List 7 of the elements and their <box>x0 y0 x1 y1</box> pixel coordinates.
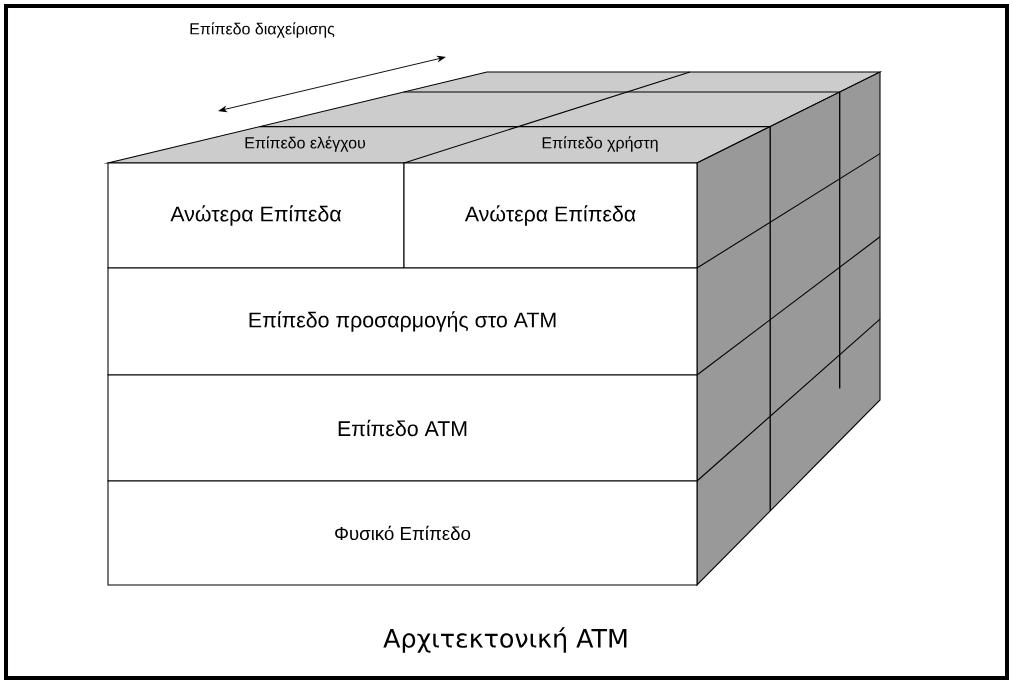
plane-label: Επίπεδο διαχείρισης <box>190 22 335 38</box>
plane-label: Επίπεδο ελέγχου <box>245 136 366 152</box>
layer-box: Επίπεδο ATM <box>107 374 698 482</box>
layer-box: Ανώτερα Επίπεδα <box>403 162 698 269</box>
layer-box: Φυσικό Επίπεδο <box>107 480 698 586</box>
layer-box: Ανώτερα Επίπεδα <box>107 162 405 269</box>
caption: Αρχιτεκτονική ATM <box>383 627 627 653</box>
